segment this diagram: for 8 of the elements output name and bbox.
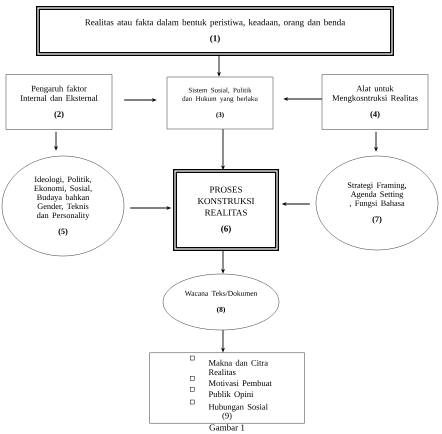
- ellipse-node: Ideologi, Politik, Ekonomi, Sosial, Budaya bahkan Gender, Teknis dan Personality (5): [2, 156, 124, 256]
- caption: Gambar 1: [210, 424, 244, 431]
- framed-box: Realitas atau fakta dalam bentuk peristiwa, keadaan, orang dan benda (1): [36, 6, 394, 56]
- process-box: Pengaruh faktor Internal dan Eksternal (2): [6, 74, 112, 130]
- process-box: Alat untuk Mengkosntruksi Realitas (4): [322, 74, 428, 130]
- framed-box: PROSES KONSTRUKSI REALITAS (6): [173, 169, 279, 251]
- list-box: Makna dan Citra Realitas Motivasi Pembuat Publik Opini Hubungan Sosial (9): [149, 352, 305, 424]
- ellipse-node: Strategi Framing, Agenda Setting , Fungsi Bahasa (7): [316, 156, 438, 250]
